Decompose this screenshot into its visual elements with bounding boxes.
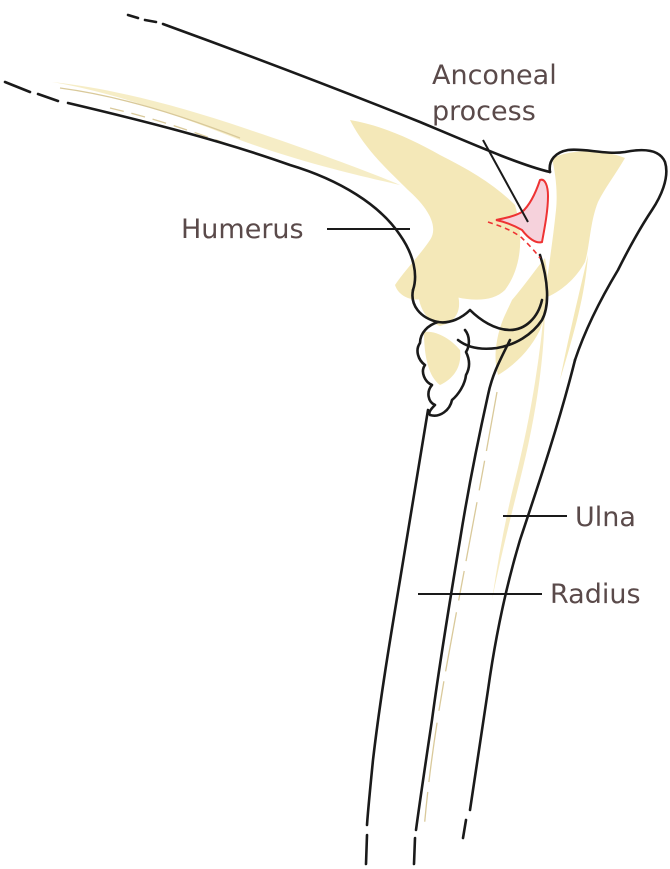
humerus-bottom-dash [5,82,30,92]
anconeal-label-line2: process [432,96,536,127]
radius-back-outline [367,410,428,825]
bone-outlines [5,15,666,864]
radius-label: Radius [550,579,641,610]
radial-head-shading [424,332,460,385]
humerus-shaft-shading [52,82,400,185]
radius-bottom-dash [366,835,367,864]
ulna-bottom-dash [463,820,466,838]
anconeal-label-line1: Anconeal [432,60,557,91]
humerus-top-dash [128,15,138,18]
radius-inner-dash [424,392,497,830]
humerus-bottom-dash-2 [38,94,58,101]
humerus-top-dash-2 [145,20,156,22]
boundary-bottom-dash [414,838,415,864]
humerus-label: Humerus [181,214,304,245]
humerus-inner-line [60,88,240,138]
bone-shading [52,82,625,600]
ulna-label: Ulna [575,502,636,533]
